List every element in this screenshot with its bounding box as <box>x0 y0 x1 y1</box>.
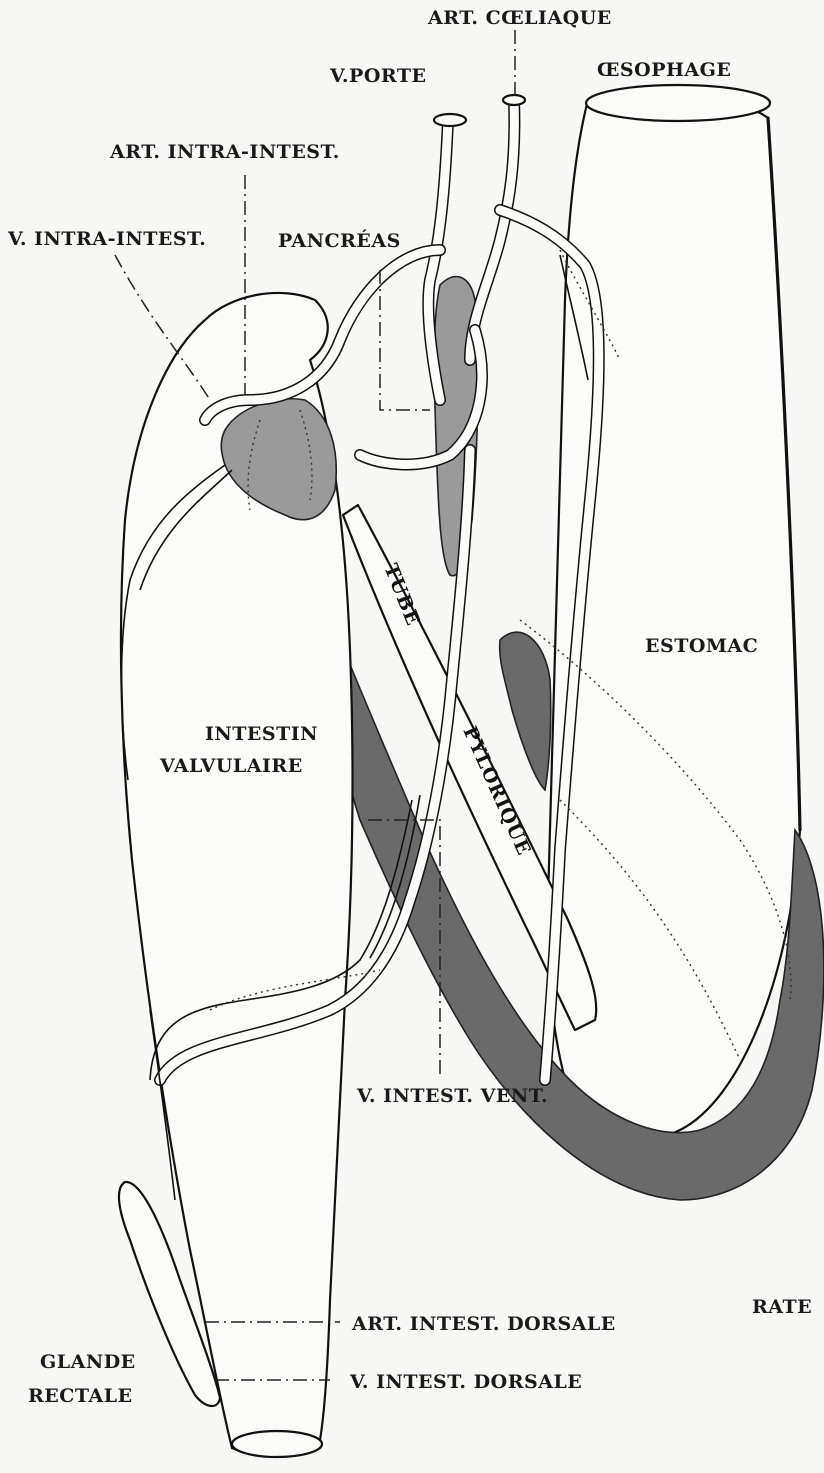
label-oesophage: ŒSOPHAGE <box>597 59 731 81</box>
label-v-porte: V.PORTE <box>329 65 426 87</box>
label-art-intest-dorsale: ART. INTEST. DORSALE <box>351 1313 616 1335</box>
coeliac-artery-opening <box>503 95 525 105</box>
label-estomac: ESTOMAC <box>645 635 758 657</box>
portal-vein-opening <box>434 114 466 126</box>
oesophagus-opening <box>586 85 770 121</box>
label-rate: RATE <box>752 1296 812 1318</box>
label-art-coeliaque: ART. CŒLIAQUE <box>427 7 612 29</box>
label-rectale: RECTALE <box>28 1385 133 1407</box>
label-v-intest-dorsale: V. INTEST. DORSALE <box>349 1371 582 1393</box>
label-art-intra-intest: ART. INTRA-INTEST. <box>109 141 340 163</box>
label-v-intra-intest: V. INTRA-INTEST. <box>7 228 206 250</box>
pancreas-tail <box>500 632 551 790</box>
label-pancreas: PANCRÉAS <box>278 229 401 252</box>
label-intestin: INTESTIN <box>205 723 318 745</box>
label-valvulaire: VALVULAIRE <box>159 755 303 777</box>
label-v-intest-vent: V. INTEST. VENT. <box>356 1085 548 1107</box>
rectum-opening <box>232 1431 322 1457</box>
label-glande: GLANDE <box>40 1351 136 1373</box>
